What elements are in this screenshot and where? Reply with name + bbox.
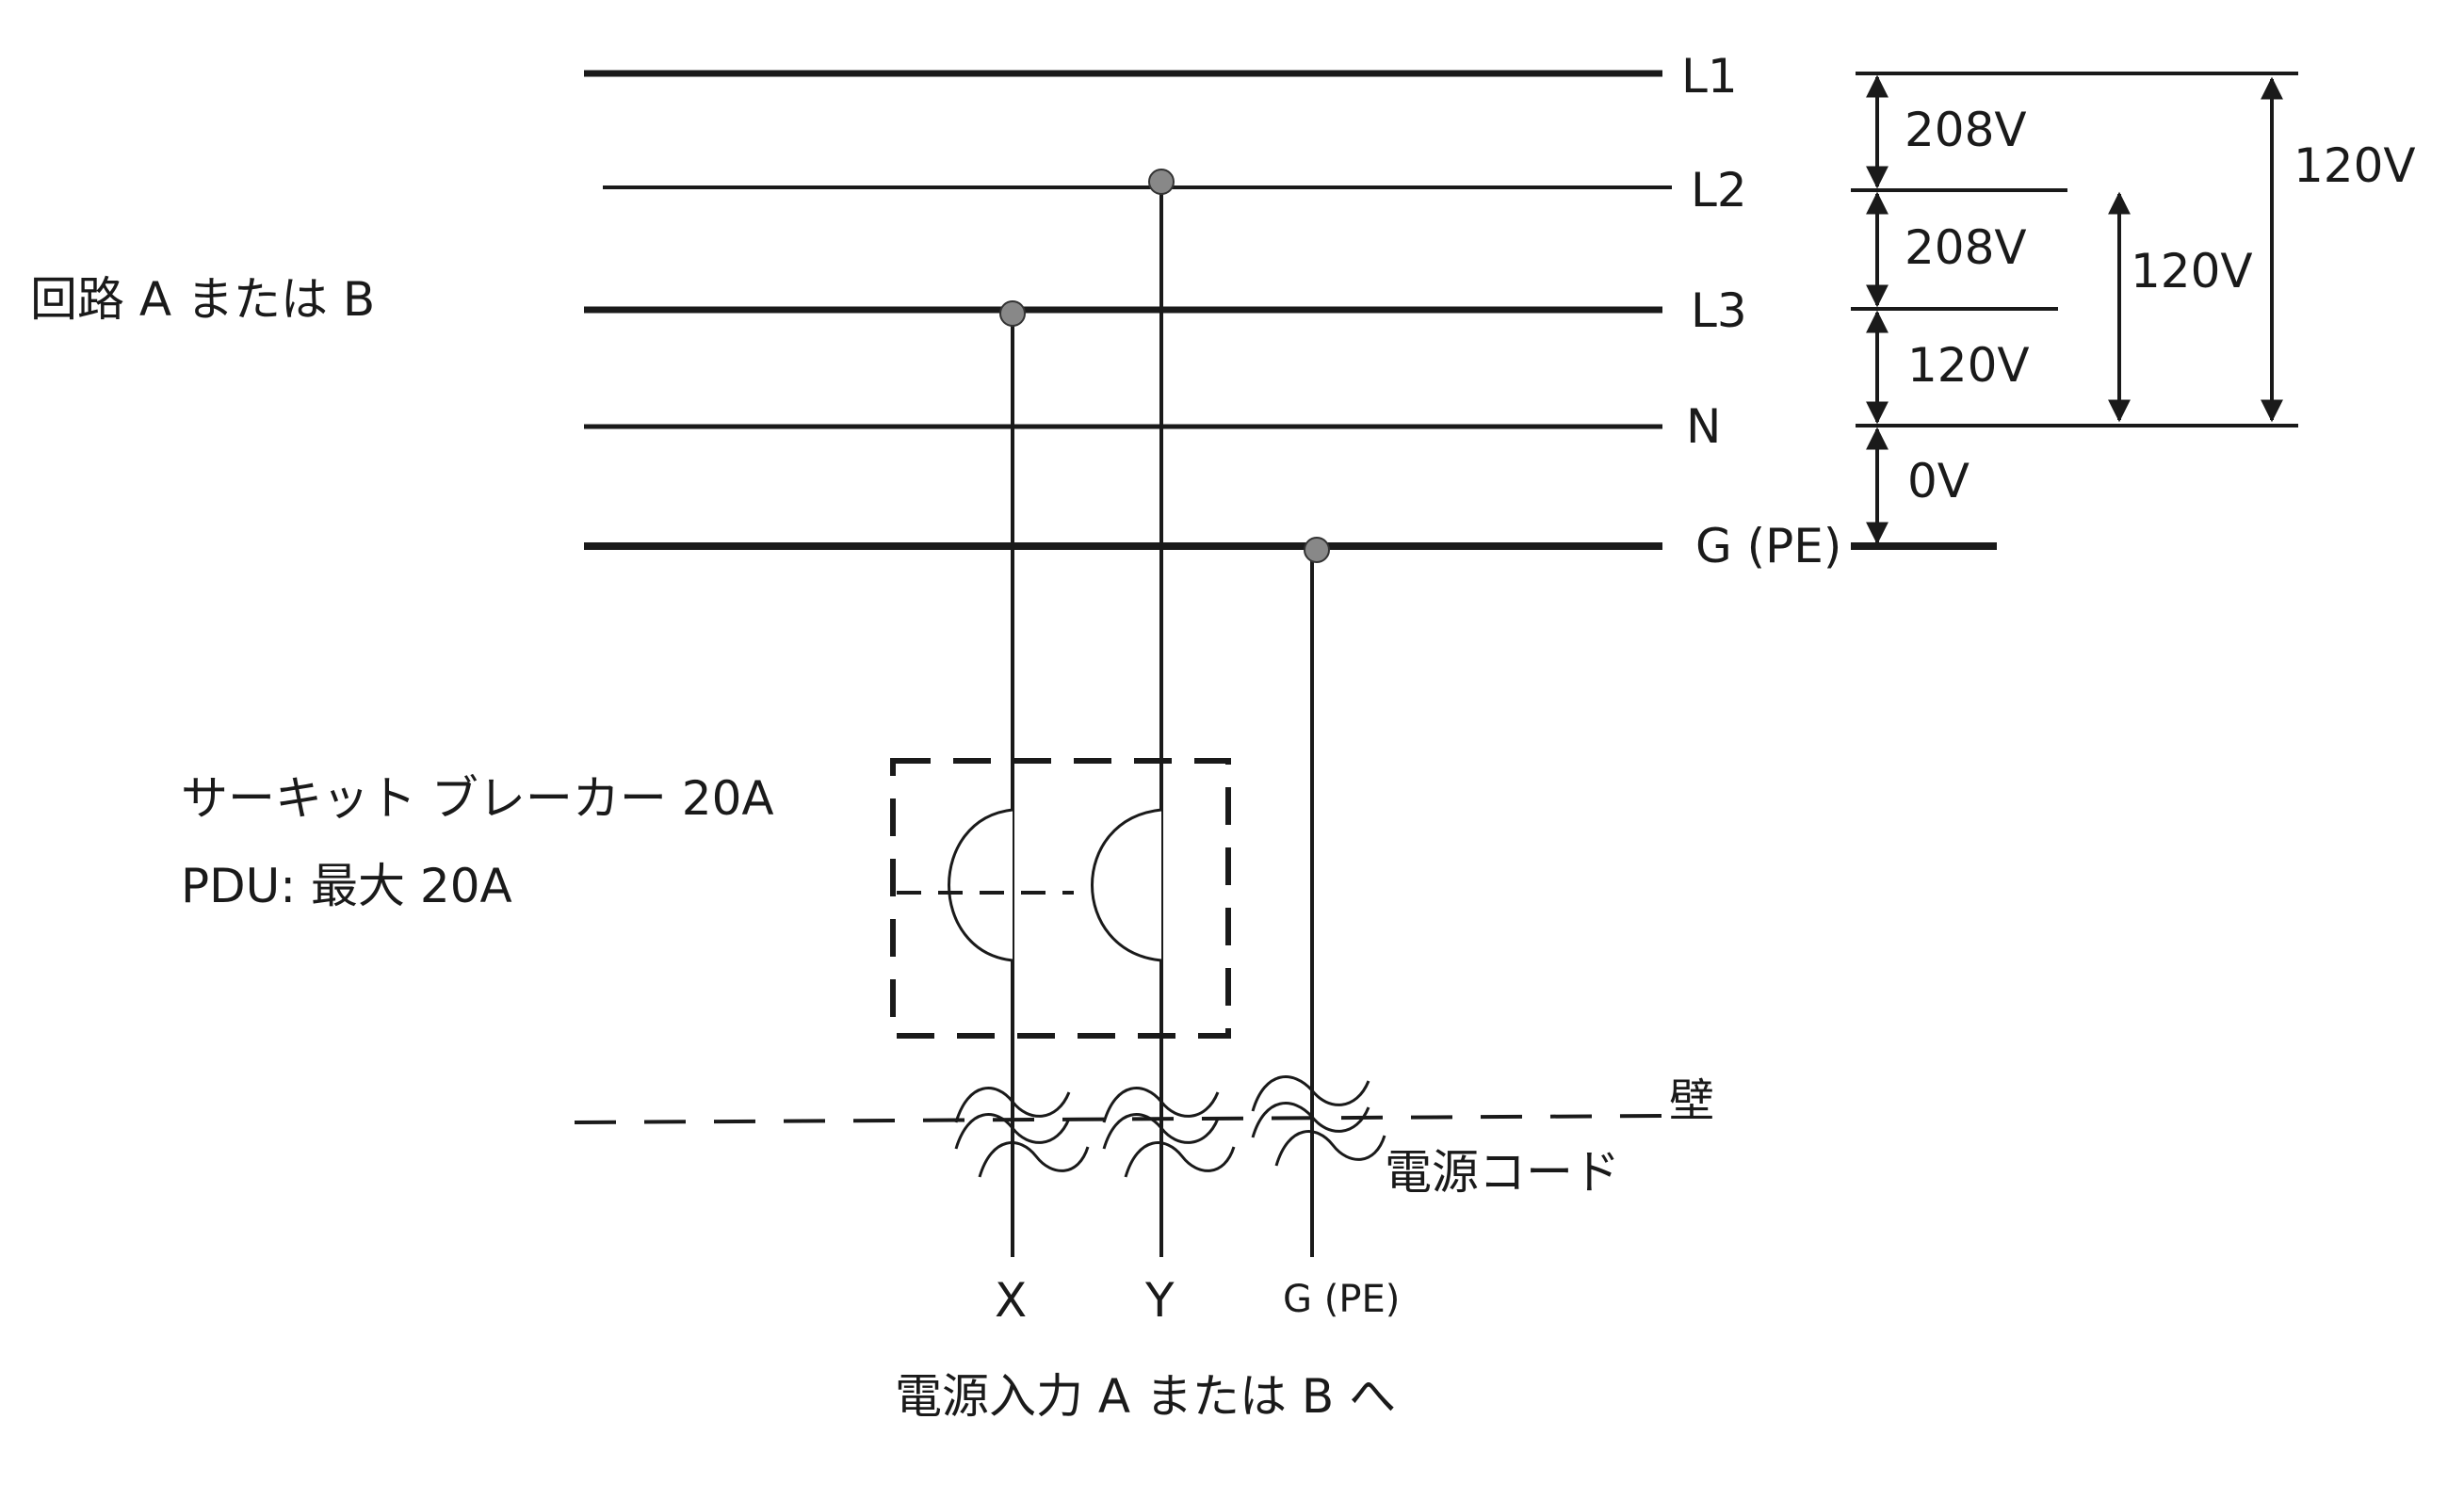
bus-label-l2: L2 — [1691, 163, 1747, 218]
voltage-label-l1-n: 120V — [2294, 138, 2416, 193]
cord-wave-y — [1102, 1087, 1236, 1178]
bus-label-n: N — [1686, 399, 1721, 454]
breaker-arc-x — [948, 808, 1013, 962]
bus-label-l3: L3 — [1691, 283, 1747, 338]
bus-label-g: G (PE) — [1695, 519, 1841, 573]
circuit-label: 回路 A または B — [30, 272, 375, 327]
voltage-label-n-g: 0V — [1907, 454, 1970, 508]
junction-dot-l3 — [999, 300, 1026, 327]
output-label-y: Y — [1144, 1273, 1175, 1328]
breaker-box — [890, 758, 1231, 1039]
voltage-label-l1-l2: 208V — [1905, 103, 2027, 157]
voltage-label-l3-n: 120V — [1907, 338, 2030, 393]
pdu-label: PDU: 最大 20A — [181, 859, 512, 913]
output-label-g: G (PE) — [1283, 1278, 1400, 1321]
power-input-caption: 電源入力 A または B へ — [895, 1369, 1396, 1424]
breaker-label: サーキット ブレーカー 20A — [181, 771, 774, 826]
wall-line — [574, 1114, 1663, 1124]
breaker-arc-y — [1091, 808, 1162, 962]
voltage-label-l2-n: 120V — [2131, 244, 2253, 298]
cord-wave-x — [954, 1087, 1090, 1178]
power-cord-label: 電源コード — [1385, 1145, 1620, 1200]
voltage-label-l2-l3: 208V — [1905, 220, 2027, 275]
bus-label-l1: L1 — [1681, 49, 1738, 104]
output-label-x: X — [995, 1273, 1027, 1328]
cord-wave-g — [1251, 1075, 1386, 1167]
junction-dot-l2 — [1148, 169, 1175, 195]
junction-dot-g — [1304, 537, 1330, 563]
wall-label: 壁 — [1669, 1074, 1714, 1127]
